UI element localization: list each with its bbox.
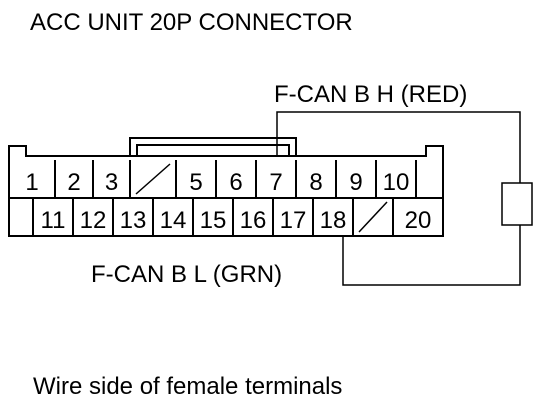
bottom-terminal-5: 16 (240, 198, 274, 236)
terminal-number: 20 (405, 207, 432, 234)
terminal-number: 13 (120, 207, 147, 234)
terminal-number: 17 (280, 207, 307, 234)
terminal-number: 7 (269, 169, 282, 196)
bottom-terminal-1: 12 (80, 198, 114, 236)
terminal-number: 15 (200, 207, 227, 234)
bottom-terminal-3: 14 (160, 198, 194, 236)
terminal-number: 5 (189, 169, 202, 196)
terminal-number: 1 (25, 169, 38, 196)
terminal-number: 8 (309, 169, 322, 196)
top-terminal-2: 3 (105, 160, 131, 198)
unused-terminal-slash (135, 163, 171, 195)
terminal-number: 14 (160, 207, 187, 234)
diagram-caption: Wire side of female terminals (33, 373, 342, 400)
bottom-terminal-9: 20 (405, 198, 444, 236)
bottom-terminal-7: 18 (320, 198, 354, 236)
diagram-title: ACC UNIT 20P CONNECTOR (30, 9, 353, 36)
top-terminal-5: 6 (229, 160, 257, 198)
bottom-terminal-8 (358, 198, 394, 236)
bottom-terminal-2: 13 (120, 198, 154, 236)
top-terminal-8: 9 (349, 160, 377, 198)
terminal-number: 18 (320, 207, 347, 234)
wire-fcan-bh (276, 111, 521, 183)
terminal-number: 12 (80, 207, 107, 234)
mating-connector-symbol (501, 182, 533, 226)
terminal-number: 2 (67, 169, 80, 196)
wire-label-fcan-bl: F-CAN B L (GRN) (91, 261, 282, 288)
terminal-number: 16 (240, 207, 267, 234)
bottom-row-terminals: 11 12 13 14 15 16 17 18 20 (32, 198, 444, 236)
terminal-number: 9 (349, 169, 362, 196)
top-terminal-6: 7 (269, 160, 297, 198)
terminal-number: 11 (41, 207, 66, 234)
top-terminal-3 (135, 160, 177, 198)
connector-lock-tab (129, 137, 297, 156)
bottom-terminal-0: 11 (41, 198, 74, 236)
top-terminal-0: 1 (25, 160, 56, 198)
bottom-terminal-4: 15 (200, 198, 234, 236)
terminal-number: 3 (105, 169, 118, 196)
wire-fcan-bl (342, 225, 521, 286)
terminal-number: 6 (229, 169, 242, 196)
top-terminal-9: 10 (383, 160, 417, 198)
unused-terminal-slash (358, 201, 388, 233)
top-terminal-4: 5 (189, 160, 217, 198)
terminal-number: 10 (383, 169, 410, 196)
top-terminal-1: 2 (67, 160, 94, 198)
wire-label-fcan-bh: F-CAN B H (RED) (274, 81, 467, 108)
bottom-terminal-6: 17 (280, 198, 314, 236)
top-terminal-7: 8 (309, 160, 337, 198)
